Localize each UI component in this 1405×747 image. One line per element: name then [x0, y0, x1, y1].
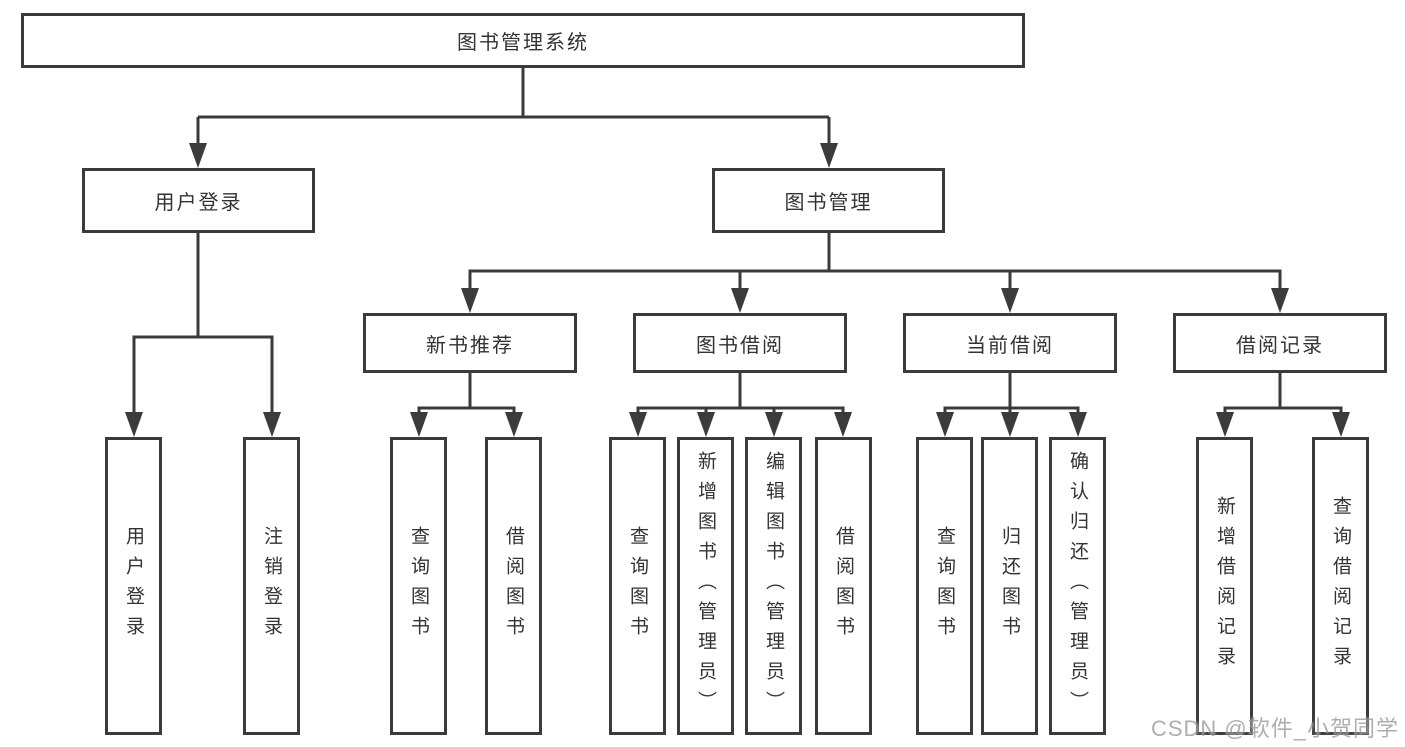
leaf-add-borrow-record: 新增借阅记录	[1196, 437, 1253, 735]
node-label: 图书管理系统	[457, 32, 589, 54]
node-new-book-recommend: 新书推荐	[363, 313, 577, 373]
node-user-login: 用户登录	[82, 168, 315, 233]
leaf-borrow-books: 借阅图书	[815, 437, 872, 735]
node-current-borrow: 当前借阅	[903, 313, 1117, 373]
csdn-watermark: CSDN @软件_小贺同学	[1150, 716, 1399, 741]
node-label: 用户登录	[154, 192, 243, 214]
node-book-management: 图书管理	[712, 168, 945, 233]
leaf-query-borrow-record: 查询借阅记录	[1312, 437, 1369, 735]
leaf-user-login: 用户登录	[105, 437, 162, 735]
leaf-edit-books-admin: 编辑图书（管理员）	[745, 437, 802, 735]
leaf-add-books-admin: 新增图书（管理员）	[677, 437, 734, 735]
node-label: 图书借阅	[696, 334, 784, 357]
node-label: 图书管理	[784, 192, 873, 214]
leaf-confirm-return-admin: 确认归还（管理员）	[1049, 437, 1106, 735]
node-book-borrow: 图书借阅	[633, 313, 847, 373]
leaf-query-books-borrow: 查询图书	[609, 437, 666, 735]
leaf-borrow-books-recommend: 借阅图书	[485, 437, 542, 735]
leaf-query-books-current: 查询图书	[916, 437, 973, 735]
leaf-query-books-recommend: 查询图书	[390, 437, 447, 735]
node-label: 借阅记录	[1236, 334, 1324, 357]
node-label: 当前借阅	[966, 334, 1054, 357]
node-library-management-system: 图书管理系统	[21, 13, 1025, 68]
leaf-return-books: 归还图书	[981, 437, 1038, 735]
node-borrow-records: 借阅记录	[1173, 313, 1387, 373]
leaf-logout-login: 注销登录	[243, 437, 300, 735]
node-label: 新书推荐	[426, 334, 514, 357]
